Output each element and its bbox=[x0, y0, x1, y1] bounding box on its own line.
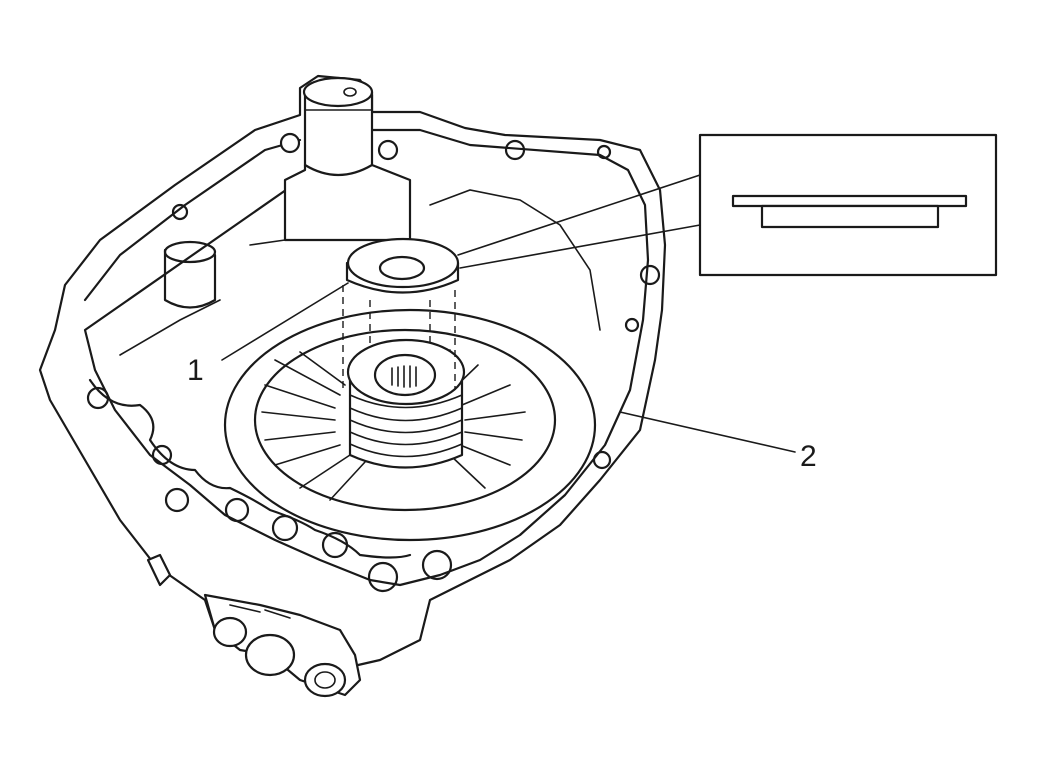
detail-inset bbox=[457, 133, 998, 277]
hub-sleeve bbox=[346, 338, 466, 469]
callout-label-2: 2 bbox=[800, 440, 817, 473]
callout-2-leader bbox=[619, 411, 796, 453]
spline-teeth bbox=[391, 365, 417, 388]
callout-1-leader bbox=[221, 282, 349, 361]
radial-ribs bbox=[261, 349, 526, 501]
seal-washer-icon bbox=[345, 237, 460, 294]
callout-label-1: 1 bbox=[187, 354, 204, 387]
washer-cross-section-icon bbox=[731, 194, 968, 229]
transaxle-case-icon bbox=[38, 74, 667, 698]
